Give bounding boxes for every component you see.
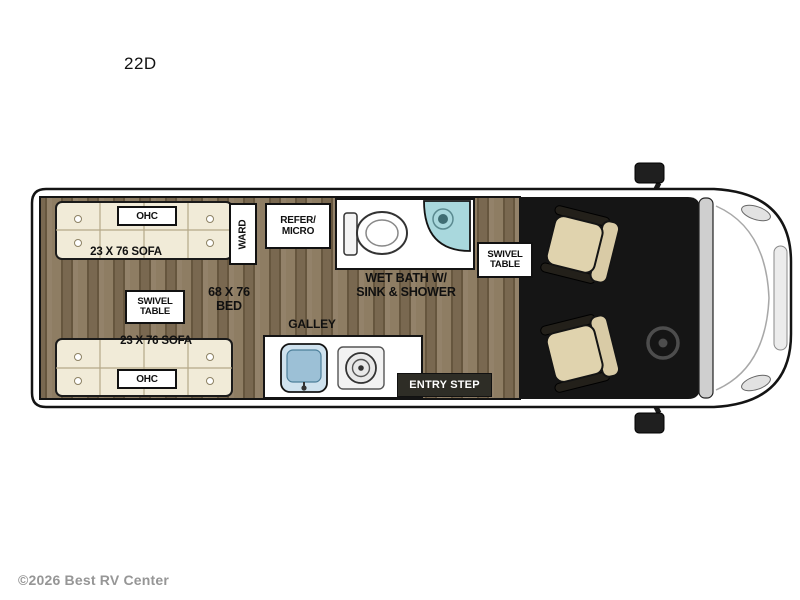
hood-crease: [715, 205, 770, 391]
wardrobe-label: WARD: [229, 203, 257, 265]
model-title: 22D: [124, 54, 157, 73]
sofa-bottom-label: 23 X 76 SOFA: [120, 335, 192, 347]
wet-bath: [335, 198, 475, 270]
galley-label: GALLEY: [288, 317, 336, 331]
watermark: ©2026 Best RV Center: [18, 572, 170, 588]
entry-step-label: ENTRY STEP: [397, 373, 492, 397]
burner-icon: [337, 346, 385, 390]
headlight-bottom: [741, 374, 771, 392]
toilet-icon: [343, 211, 408, 256]
swivel-table-left-label: SWIVEL TABLE: [125, 290, 185, 324]
refer-micro-label: REFER/ MICRO: [265, 203, 331, 249]
shower-icon: [423, 200, 471, 252]
steering-wheel-icon: [646, 326, 680, 360]
sink-icon: [280, 343, 328, 393]
sofa-top-label: 23 X 76 SOFA: [90, 246, 162, 258]
ohc-top-label: OHC: [117, 206, 177, 226]
wet-bath-label: WET BATH W/ SINK & SHOWER: [356, 271, 456, 299]
bed-label: 68 X 76 BED: [208, 285, 250, 313]
headlight-top: [741, 204, 771, 222]
windshield: [698, 197, 714, 399]
galley-counter: [263, 335, 423, 399]
driver-seat: [540, 314, 621, 393]
front-grille: [773, 245, 788, 351]
ohc-bottom-label: OHC: [117, 369, 177, 389]
swivel-table-right-label: SWIVEL TABLE: [477, 242, 533, 278]
passenger-seat: [540, 205, 621, 284]
